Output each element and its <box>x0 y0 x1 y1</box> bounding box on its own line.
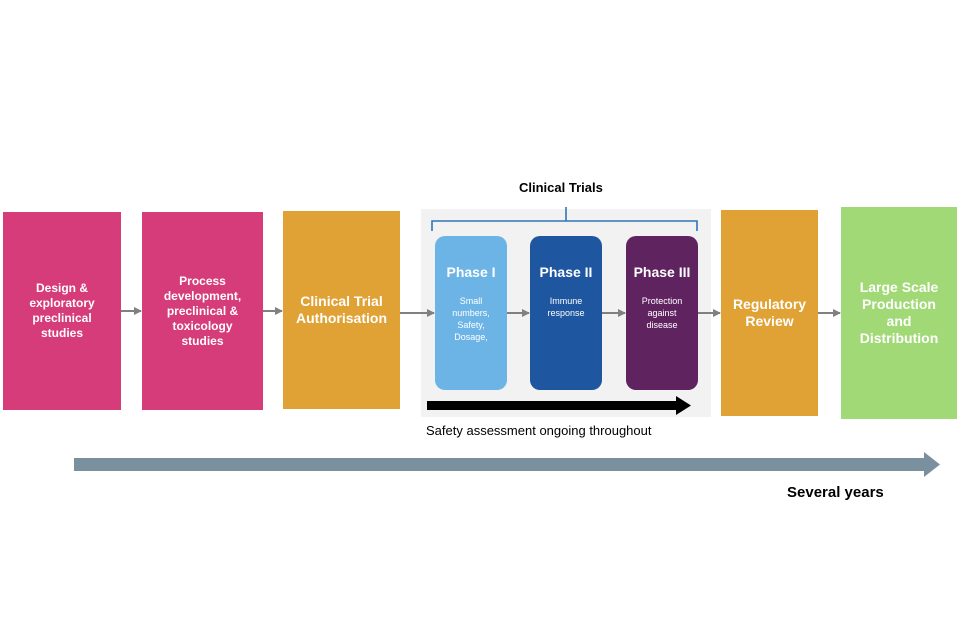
stage-regulatory-review: Regulatory Review <box>721 210 818 416</box>
phase-3-description: Protection against disease <box>641 296 683 330</box>
stage-design-label: Design & exploratory preclinical studies <box>29 281 95 340</box>
stage-process-development: Process development, preclinical & toxic… <box>142 212 263 410</box>
phase-2-box: Phase II Immune response <box>530 236 602 390</box>
safety-arrow <box>427 396 691 415</box>
clinical-trials-title: Clinical Trials <box>519 180 603 195</box>
safety-assessment-label: Safety assessment ongoing throughout <box>426 423 652 438</box>
timeline-arrow <box>74 452 940 477</box>
stage-authorisation-label: Clinical Trial Authorisation <box>296 293 387 326</box>
phase-3-title: Phase III <box>633 264 691 280</box>
phase-1-title: Phase I <box>446 264 496 280</box>
stage-process-label: Process development, preclinical & toxic… <box>163 273 242 348</box>
phase-2-description: Immune response <box>547 296 585 318</box>
phase-1-box: Phase I Small numbers, Safety, Dosage, <box>435 236 507 390</box>
clinical-trials-bracket <box>431 207 698 231</box>
stage-design: Design & exploratory preclinical studies <box>3 212 121 410</box>
phase-1-description: Small numbers, Safety, Dosage, <box>452 296 490 342</box>
stage-regulatory-label: Regulatory Review <box>732 296 807 329</box>
stage-production-label: Large Scale Production and Distribution <box>859 279 939 346</box>
phase-3-box: Phase III Protection against disease <box>626 236 698 390</box>
timeline-label: Several years <box>787 484 884 501</box>
stage-large-scale-production: Large Scale Production and Distribution <box>841 207 957 419</box>
phase-2-title: Phase II <box>539 264 593 280</box>
stage-clinical-trial-authorisation: Clinical Trial Authorisation <box>283 211 400 409</box>
